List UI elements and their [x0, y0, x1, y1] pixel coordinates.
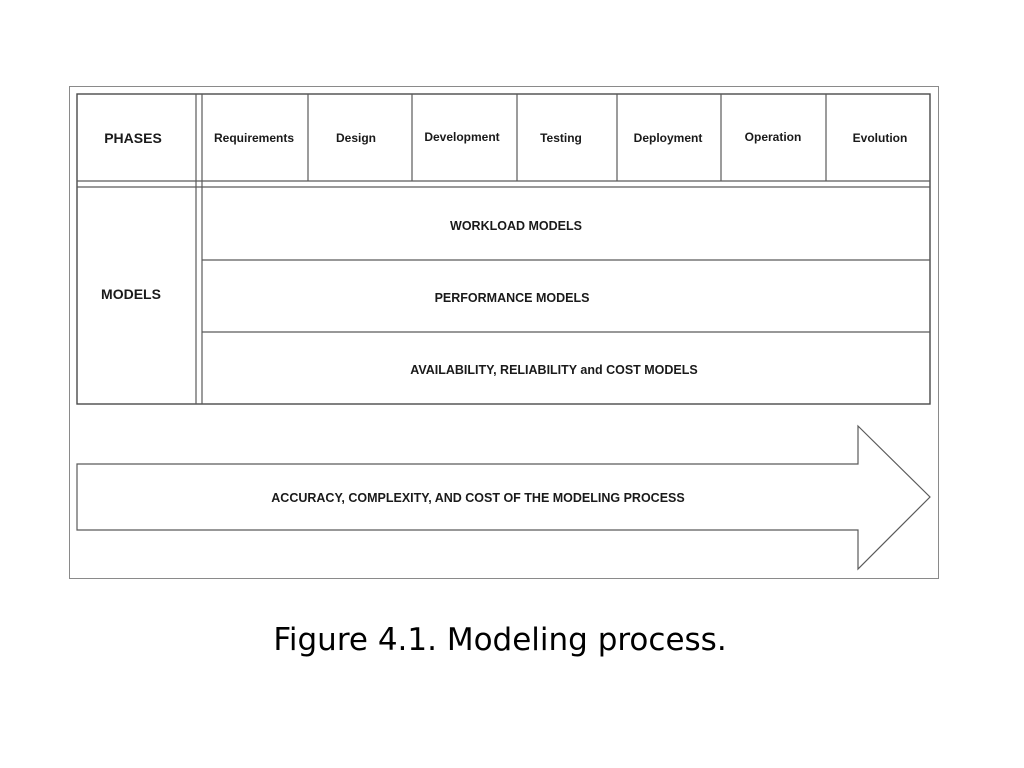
figure-caption: Figure 4.1. Modeling process. — [273, 622, 727, 658]
table-border — [76, 93, 931, 405]
phase-label-development: Development — [424, 130, 499, 144]
models-header: MODELS — [101, 286, 161, 302]
process-arrow — [76, 424, 931, 571]
model-label-availability: AVAILABILITY, RELIABILITY and COST MODEL… — [410, 363, 698, 377]
phase-label-deployment: Deployment — [634, 131, 703, 145]
phase-label-operation: Operation — [745, 130, 802, 144]
phase-label-evolution: Evolution — [853, 131, 908, 145]
phases-header: PHASES — [104, 130, 162, 146]
phase-label-testing: Testing — [540, 131, 582, 145]
model-label-performance: PERFORMANCE MODELS — [435, 291, 590, 305]
phase-label-requirements: Requirements — [214, 131, 294, 145]
arrow-label: ACCURACY, COMPLEXITY, AND COST OF THE MO… — [271, 491, 684, 505]
phase-label-design: Design — [336, 131, 376, 145]
model-label-workload: WORKLOAD MODELS — [450, 219, 582, 233]
